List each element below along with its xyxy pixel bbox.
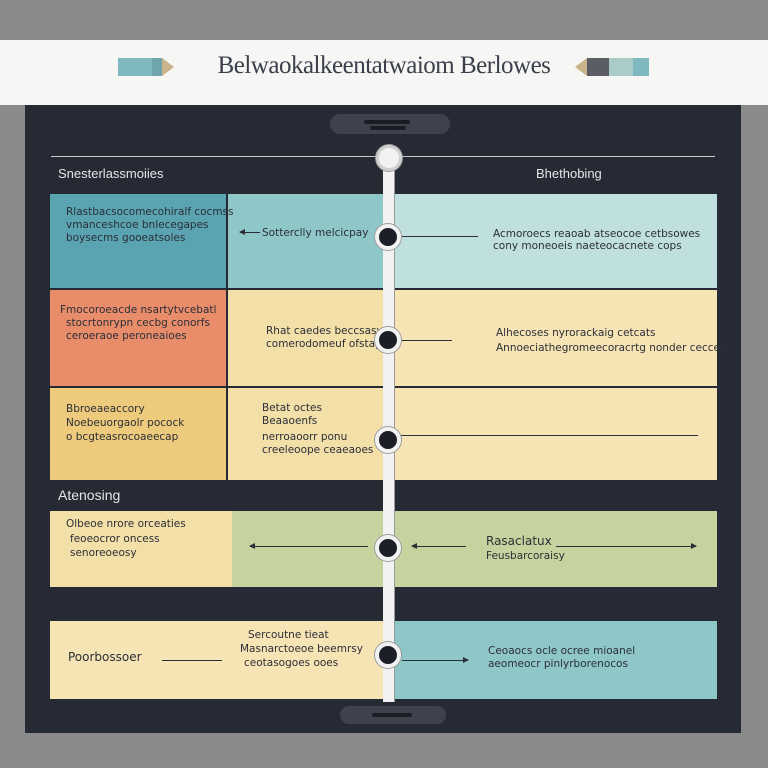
row3-b-line3: nerroaoorr ponu xyxy=(262,431,348,443)
row1-connector xyxy=(400,236,478,237)
row4-cell-a xyxy=(50,511,232,587)
row1-cell-c xyxy=(395,194,717,288)
row5-b-line3: ceotasogoes ooes xyxy=(244,657,339,669)
row5-b-line2: Masnarctoeoe beemrsy xyxy=(240,643,363,655)
row3-cell-c xyxy=(395,388,717,480)
row5-connector-left xyxy=(162,660,222,661)
row2-b-line2: comerodomeuf ofstay xyxy=(266,338,382,350)
row2-cell-b xyxy=(228,290,383,386)
row3-b-line2: Beaaoenfs xyxy=(262,415,318,427)
row2-a-line1: Fmocoroeacde nsartytvcebatl xyxy=(60,304,217,316)
row3-a-line1: Bbroeaeaccory xyxy=(66,403,145,415)
row1-b-line1: Sotterclly melcicpay xyxy=(262,227,369,239)
row3-b-line1: Betat octes xyxy=(262,402,322,414)
row5-a-line1: Poorbossoer xyxy=(68,650,142,664)
bottom-handle xyxy=(340,706,446,724)
row4-arrow-right xyxy=(556,543,697,549)
row3-cell-b xyxy=(228,388,383,480)
timeline-node-3 xyxy=(375,427,401,453)
row5-c-line2: aeomeocr pinlyrborenocos xyxy=(488,658,628,670)
timeline-node-1 xyxy=(375,224,401,250)
row5-c-line1: Ceoaocs ocle ocree mioanel xyxy=(488,645,636,657)
row2-connector xyxy=(402,340,452,341)
timeline-node-2 xyxy=(375,327,401,353)
row1-arrow xyxy=(239,229,260,235)
row4-a-line3: senoreoeosy xyxy=(70,547,137,559)
timeline-node-4 xyxy=(375,535,401,561)
timeline-node-top xyxy=(376,145,402,171)
row2-c-line1: Alhecoses nyrorackaig cetcats xyxy=(496,327,656,339)
row5-arrow-right xyxy=(402,657,469,663)
section-label: Atenosing xyxy=(58,487,121,503)
row1-c-line1: Acmoroecs reaoab atseocoe cetbsowes xyxy=(493,228,701,240)
row4-cell-b xyxy=(232,511,717,587)
row2-a-line3: ceroeraoe peroneaioes xyxy=(66,330,187,342)
row3-a-line3: o bcgteasrocoaeecap xyxy=(66,431,179,443)
column-header-left: Snesterlassmoiies xyxy=(58,166,164,181)
row4-arrow-mid xyxy=(411,543,466,549)
row4-c-sub: Feusbarcoraisy xyxy=(486,550,565,562)
row1-cell-a xyxy=(50,194,226,288)
row3-b-line4: creeleoope ceaeaoes xyxy=(262,444,374,456)
row2-b-line1: Rhat caedes beccsasy xyxy=(266,325,383,337)
row3-cell-a xyxy=(50,388,226,480)
page-title: Belwaokalkeentatwaiom Berlowes xyxy=(217,52,551,79)
row4-a-line2: feoeocror oncess xyxy=(70,533,160,545)
row4-c-title: Rasaclatux xyxy=(486,534,552,548)
row5-b-line1: Sercoutne tieat xyxy=(248,629,329,641)
row2-cell-c xyxy=(395,290,717,386)
row1-a-line2: vmanceshcoe bnlecegapes xyxy=(66,219,209,231)
row3-connector xyxy=(400,435,698,436)
pencil-right-icon xyxy=(575,58,649,76)
row1-a-line1: Rlastbacsocomecohiralf cocmss xyxy=(66,206,234,218)
column-header-right: Bhethobing xyxy=(536,166,602,181)
row1-c-line2: cony moneoeis naeteocacnete cops xyxy=(493,240,682,252)
row4-a-line1: Olbeoe nrore orceaties xyxy=(66,518,186,530)
row2-a-line2: stocrtonrypn cecbg conorfs xyxy=(66,317,210,329)
row3-a-line2: Noebeuorgaolr pocock xyxy=(66,417,185,429)
row4-arrow-left xyxy=(249,543,368,549)
pencil-left-icon xyxy=(118,58,174,76)
row1-a-line3: boysecms gooeatsoles xyxy=(66,232,186,244)
row2-cell-a xyxy=(50,290,226,386)
top-handle xyxy=(330,114,450,134)
row1-cell-b xyxy=(228,194,383,288)
timeline-node-5 xyxy=(375,642,401,668)
row2-c-line2: Annoeciathegromeecoracrtg nonder ceccels… xyxy=(496,342,742,354)
